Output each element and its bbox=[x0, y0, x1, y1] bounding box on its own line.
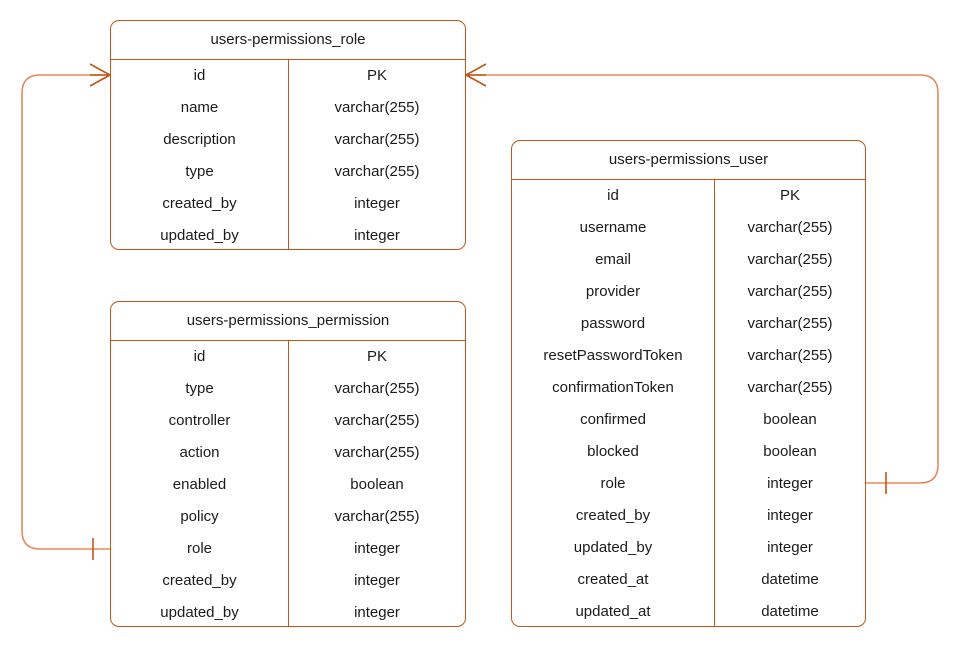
field-name: action bbox=[179, 444, 220, 461]
cardinality-many-prong-0 bbox=[465, 63, 487, 76]
field-name: id bbox=[193, 67, 206, 84]
field-type: varchar(255) bbox=[747, 283, 833, 300]
field-type: datetime bbox=[761, 603, 819, 620]
column-field-types-role: PK varchar(255) varchar(255) varchar(255) in… bbox=[289, 60, 465, 249]
field-type: integer bbox=[767, 507, 813, 524]
relationship-permission-role bbox=[21, 63, 111, 560]
field-type: varchar(255) bbox=[747, 379, 833, 396]
field-type: varchar(255) bbox=[747, 347, 833, 364]
field-type: varchar(255) bbox=[334, 131, 420, 148]
field-name: role bbox=[186, 540, 212, 557]
entity-body-role: id name description type created_by updated_b… bbox=[111, 60, 465, 249]
field-name: username bbox=[579, 219, 647, 236]
entity-title-user: users-permissions_user bbox=[512, 141, 865, 180]
field-type: datetime bbox=[761, 571, 819, 588]
field-name: updated_by bbox=[160, 604, 239, 621]
field-type: PK bbox=[366, 67, 387, 84]
field-name: created_by bbox=[162, 572, 237, 589]
field-type: varchar(255) bbox=[334, 444, 420, 461]
field-name: resetPasswordToken bbox=[543, 347, 683, 364]
field-name: created_by bbox=[162, 195, 237, 212]
field-type: integer bbox=[767, 539, 813, 556]
field-type: PK bbox=[366, 348, 387, 365]
field-type: integer bbox=[767, 475, 813, 492]
field-type: integer bbox=[354, 540, 400, 557]
field-type: integer bbox=[354, 572, 400, 589]
column-field-names-user: id username email provider password resetPass… bbox=[512, 180, 715, 626]
field-type: varchar(255) bbox=[747, 315, 833, 332]
field-name: id bbox=[607, 187, 619, 204]
field-name: email bbox=[595, 251, 631, 268]
field-name: created_at bbox=[577, 571, 649, 588]
field-name: controller bbox=[168, 412, 231, 429]
field-name: type bbox=[185, 163, 214, 180]
column-field-types-permission: PK varchar(255) varchar(255) varchar(255) bo… bbox=[289, 341, 465, 626]
entity-body-permission: id type controller action enabled policy role c… bbox=[111, 341, 465, 626]
field-type: varchar(255) bbox=[334, 412, 420, 429]
field-name: updated_by bbox=[160, 227, 239, 244]
field-type: boolean bbox=[763, 411, 817, 428]
field-name: confirmationToken bbox=[552, 379, 674, 396]
field-type: integer bbox=[354, 195, 400, 212]
field-name: blocked bbox=[587, 443, 639, 460]
field-type: PK bbox=[779, 187, 800, 204]
field-type: boolean bbox=[763, 443, 817, 460]
cardinality-many-prong-2 bbox=[465, 74, 487, 87]
field-type: varchar(255) bbox=[334, 163, 420, 180]
field-name: id bbox=[193, 348, 206, 365]
column-field-types-user: PK varchar(255) varchar(255) varchar(255) va… bbox=[715, 180, 865, 626]
field-type: boolean bbox=[350, 476, 404, 493]
field-type: varchar(255) bbox=[747, 251, 833, 268]
field-name: provider bbox=[585, 283, 641, 300]
field-name: created_by bbox=[575, 507, 651, 524]
cardinality-many-prong-0 bbox=[89, 63, 111, 76]
column-field-names-role: id name description type created_by updated_b… bbox=[111, 60, 289, 249]
field-name: confirmed bbox=[580, 411, 646, 428]
entity-title-role: users-permissions_role bbox=[111, 21, 465, 60]
field-name: description bbox=[163, 131, 236, 148]
column-field-names-permission: id type controller action enabled policy role c… bbox=[111, 341, 289, 626]
connector-line bbox=[21, 74, 110, 550]
field-type: varchar(255) bbox=[334, 380, 420, 397]
field-name: updated_at bbox=[575, 603, 651, 620]
field-type: varchar(255) bbox=[334, 99, 420, 116]
cardinality-many-prong-2 bbox=[89, 74, 111, 87]
field-name: role bbox=[600, 475, 626, 492]
field-type: varchar(255) bbox=[747, 219, 833, 236]
field-type: integer bbox=[354, 227, 400, 244]
field-type: varchar(255) bbox=[334, 508, 420, 525]
field-name: updated_by bbox=[573, 539, 653, 556]
field-name: name bbox=[180, 99, 219, 116]
field-type: integer bbox=[354, 604, 400, 621]
field-name: policy bbox=[180, 508, 219, 525]
field-name: password bbox=[580, 315, 646, 332]
entity-body-user: id username email provider password resetPass… bbox=[512, 180, 865, 626]
field-name: type bbox=[185, 380, 214, 397]
entity-title-permission: users-permissions_permission bbox=[111, 302, 465, 341]
field-name: enabled bbox=[172, 476, 227, 493]
